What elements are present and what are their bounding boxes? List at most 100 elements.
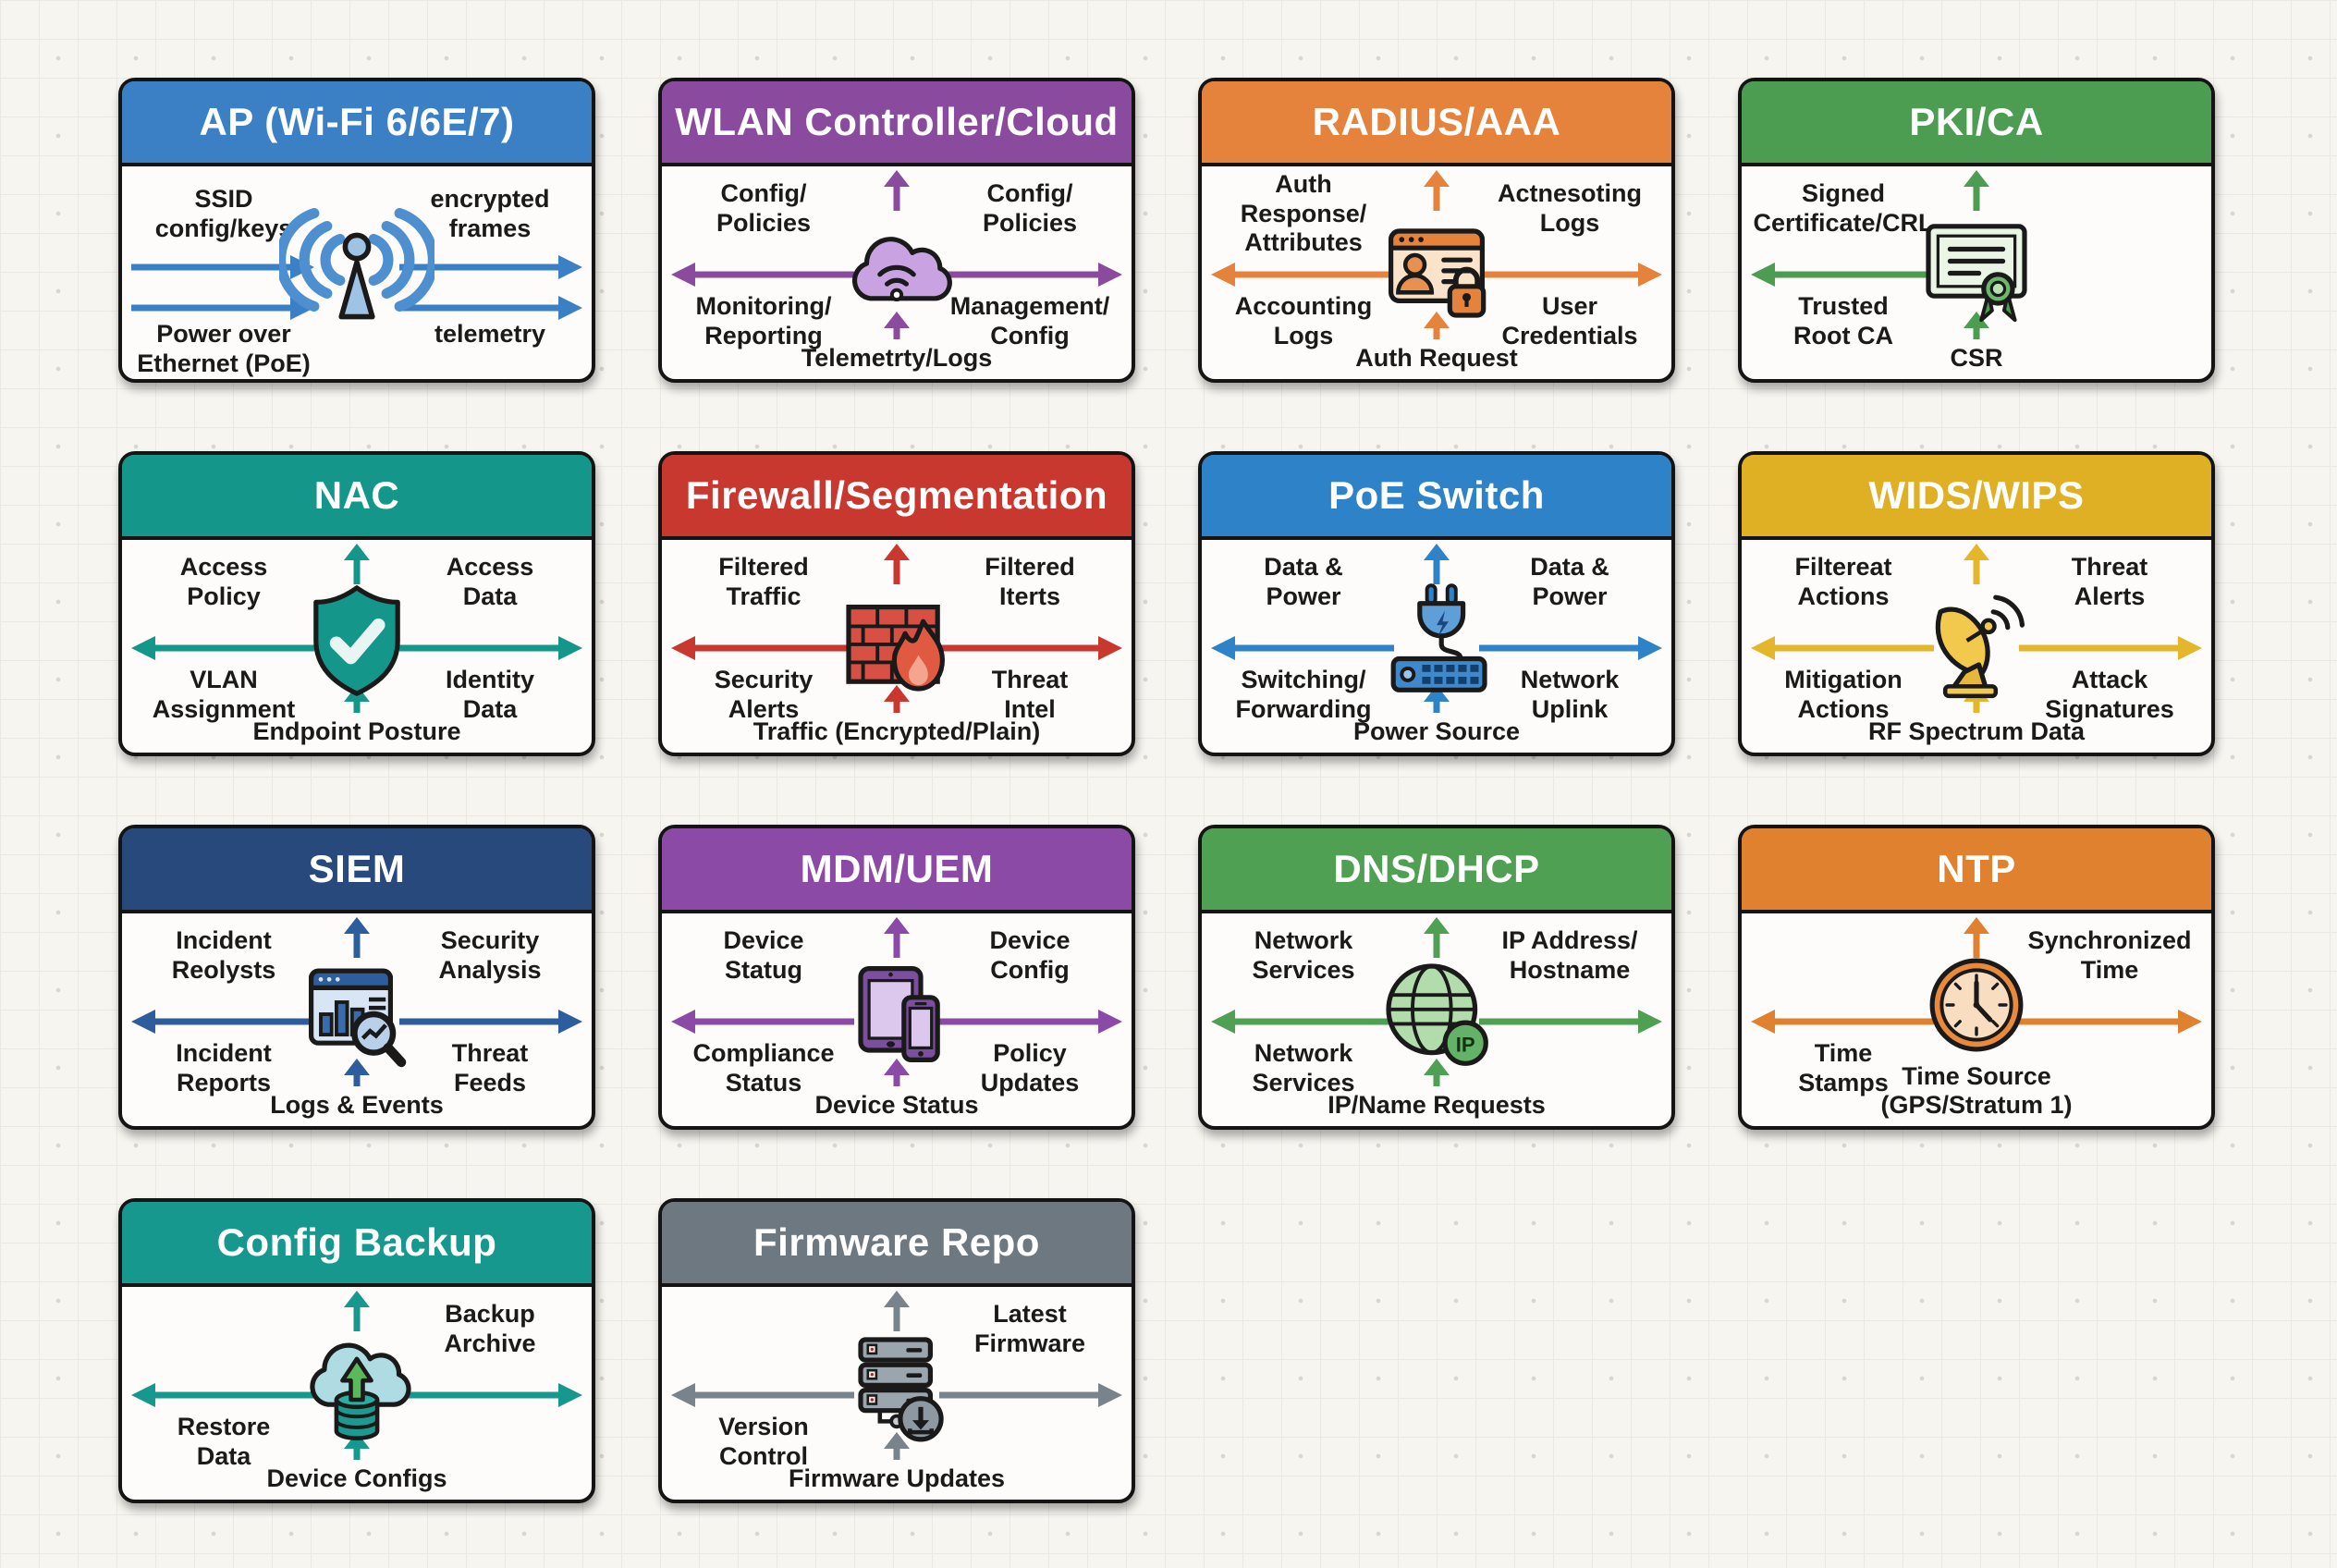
up-arrow <box>1960 544 1993 589</box>
left-top-label: Auth Response/ Attributes <box>1240 170 1367 257</box>
right-bottom-label: Policy Updates <box>980 1039 1080 1096</box>
up-arrow <box>880 1291 913 1336</box>
card-header: WIDS/WIPS <box>1742 455 2211 540</box>
card-body: SSID config/keys Power over Ethernet (Po… <box>122 166 592 379</box>
bottom-up-arrow <box>880 1059 913 1091</box>
bottom-label: RF Spectrum Data <box>1867 717 2086 746</box>
up-arrow <box>880 544 913 589</box>
card-body: Time Stamps Synchronized Time Time Sourc… <box>1742 913 2211 1126</box>
left-bottom-label: Network Services <box>1252 1039 1355 1096</box>
card-header: WLAN Controller/Cloud <box>662 81 1132 166</box>
left-arrow <box>131 1381 314 1414</box>
up-arrow <box>880 170 913 215</box>
left-arrow <box>1751 1008 1934 1040</box>
right-top-label: encrypted frames <box>430 185 550 242</box>
bottom-up-arrow <box>880 1432 913 1464</box>
card-title: WIDS/WIPS <box>1868 473 2085 517</box>
left-bottom-label: Switching/ Forwarding <box>1235 666 1372 723</box>
bottom-up-arrow <box>340 1432 373 1464</box>
left-arrow <box>671 1381 854 1414</box>
card-mdm-uem: MDM/UEM Device Statug Compliance Status … <box>658 825 1135 1130</box>
right-top-label: Filtered Iterts <box>985 553 1075 610</box>
up-arrow <box>340 544 373 589</box>
left-arrow <box>671 261 854 293</box>
svg-text:IP: IP <box>1456 1033 1475 1056</box>
card-pki-ca: PKI/CA Signed Certificate/CRL Trusted Ro… <box>1738 78 2215 383</box>
right-arrow <box>939 1381 1122 1414</box>
left-bottom-label: Time Stamps <box>1798 1039 1889 1096</box>
cloud-wifi-icon <box>819 207 974 327</box>
left-top-label: Signed Certificate/CRL <box>1753 179 1934 237</box>
card-config-backup: Config Backup Restore Data Backup Archiv… <box>118 1198 595 1503</box>
radar-dish-icon <box>1899 581 2054 701</box>
right-top-label: Data & Power <box>1530 553 1609 610</box>
bottom-label: Endpoint Posture <box>252 717 461 746</box>
card-body: Incident Reolysts Incident Reports Secur… <box>122 913 592 1126</box>
cloud-db-icon <box>279 1328 434 1448</box>
bottom-label: Device Status <box>814 1091 979 1120</box>
up-arrow <box>1960 170 1993 215</box>
up-arrow <box>1420 170 1453 215</box>
card-header: RADIUS/AAA <box>1202 81 1671 166</box>
wifi-antenna-icon <box>279 190 434 329</box>
left-arrow <box>671 634 854 667</box>
card-title: WLAN Controller/Cloud <box>675 100 1119 143</box>
right-top-label: Device Config <box>989 926 1071 984</box>
left-arrow <box>1751 634 1934 667</box>
bottom-up-arrow <box>1960 312 1993 344</box>
left-top-label: Incident Reolysts <box>171 926 276 984</box>
card-title: NAC <box>313 473 400 517</box>
card-nac: NAC Access Policy VLAN Assignment Access… <box>118 451 595 756</box>
right-bottom-label: Management/ Config <box>949 292 1110 349</box>
up-arrow <box>340 917 373 962</box>
left-top-label: Config/ Policies <box>716 179 812 237</box>
card-title: AP (Wi-Fi 6/6E/7) <box>199 100 515 143</box>
right-arrow <box>2019 1008 2202 1040</box>
bottom-up-arrow <box>880 685 913 717</box>
left-top-label: Data & Power <box>1264 553 1343 610</box>
up-arrow <box>340 1291 373 1336</box>
up-arrow <box>1420 544 1453 589</box>
card-title: Config Backup <box>216 1220 497 1264</box>
left-bottom-label: Mitigation Actions <box>1784 666 1903 723</box>
card-header: DNS/DHCP <box>1202 828 1671 913</box>
left-top-label: Network Services <box>1252 926 1355 984</box>
right-top-label: Threat Alerts <box>2071 553 2148 610</box>
card-title: DNS/DHCP <box>1333 847 1540 890</box>
left-bottom-label: Power over Ethernet (PoE) <box>137 320 311 377</box>
bottom-up-arrow <box>880 312 913 344</box>
card-header: AP (Wi-Fi 6/6E/7) <box>122 81 592 166</box>
right-arrow <box>1479 1008 1662 1040</box>
left-top-label: Filtereat Actions <box>1794 553 1892 610</box>
card-title: PoE Switch <box>1328 473 1545 517</box>
card-body: Device Statug Compliance Status Device C… <box>662 913 1132 1126</box>
card-header: Firmware Repo <box>662 1202 1132 1287</box>
bottom-label: Power Source <box>1352 717 1521 746</box>
left-top-label: Access Policy <box>179 553 268 610</box>
right-top-label: Latest Firmware <box>973 1300 1086 1357</box>
card-title: SIEM <box>308 847 406 890</box>
firewall-icon <box>819 581 974 701</box>
left-bottom-label: Security Alerts <box>714 666 814 723</box>
bottom-label: Traffic (Encrypted/Plain) <box>752 717 1041 746</box>
bottom-label: Time Source (GPS/Stratum 1) <box>1880 1061 2073 1120</box>
right-bottom-label: Attack Signatures <box>2045 666 2174 723</box>
globe-ip-icon: IP <box>1359 954 1514 1074</box>
card-header: SIEM <box>122 828 592 913</box>
card-title: PKI/CA <box>1909 100 2044 143</box>
card-radius-aaa: RADIUS/AAA Auth Response/ Attributes Acc… <box>1198 78 1675 383</box>
right-arrow <box>399 1381 582 1414</box>
left-arrow <box>1211 261 1394 293</box>
right-arrow <box>939 261 1122 293</box>
card-title: Firmware Repo <box>753 1220 1040 1264</box>
card-poe-switch: PoE Switch Data & Power Switching/ Forwa… <box>1198 451 1675 756</box>
bottom-label: IP/Name Requests <box>1328 1091 1546 1120</box>
right-arrow <box>1479 634 1662 667</box>
left-top-label: Device Statug <box>723 926 804 984</box>
left-bottom-label: Monitoring/ Reporting <box>695 292 832 349</box>
bottom-up-arrow <box>1420 685 1453 717</box>
bottom-label: Logs & Events <box>270 1091 444 1120</box>
card-wlan-controller-cloud: WLAN Controller/Cloud Config/ Policies M… <box>658 78 1135 383</box>
left-arrow <box>671 1008 854 1040</box>
